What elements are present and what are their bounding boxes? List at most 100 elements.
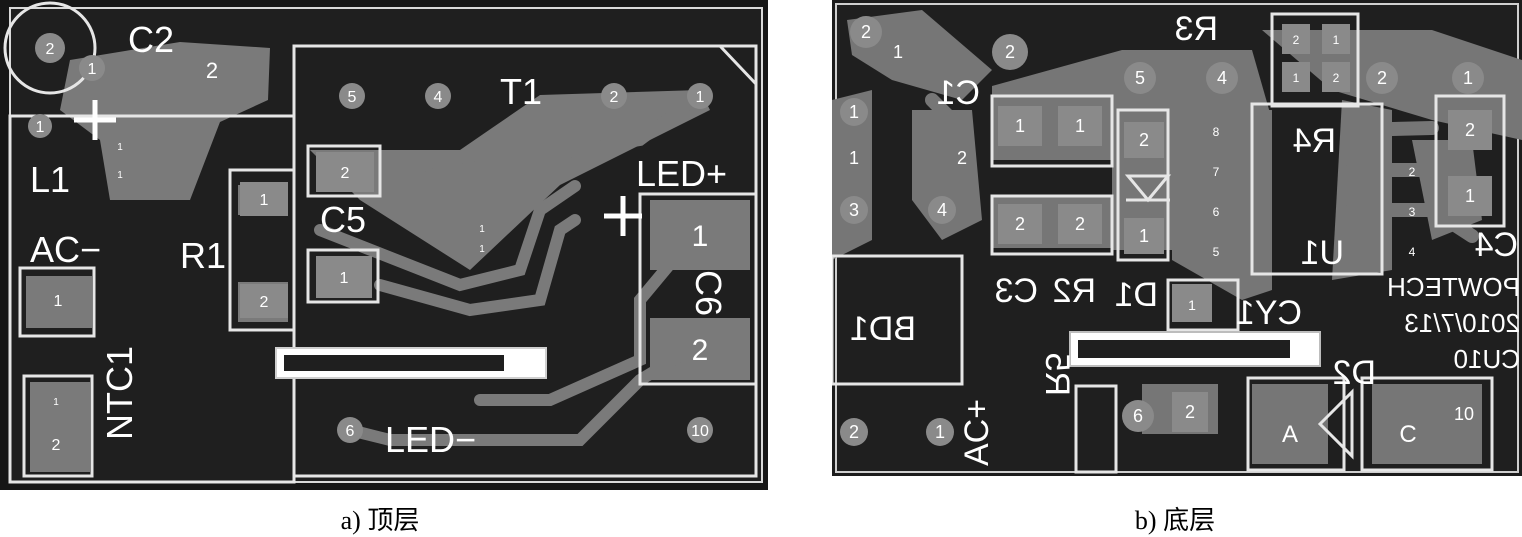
pad-number: 1 (117, 170, 123, 181)
pad-number: 6 (1133, 406, 1143, 426)
pad-number: 1 (36, 119, 45, 136)
pad-number: 1 (849, 102, 859, 122)
pad (1452, 62, 1484, 94)
pad-number: 8 (1213, 125, 1220, 139)
pad-number: 3 (849, 200, 859, 220)
pad-number: 1 (340, 270, 349, 287)
label-d2: D2 (1333, 354, 1376, 392)
label-c2: C2 (128, 19, 174, 60)
label-date: 2010/7/13 (1404, 308, 1520, 338)
caption-top-layer: a) 顶层 (340, 506, 420, 535)
label-c5: C5 (320, 199, 366, 240)
round-pads (840, 16, 1484, 446)
pad-number: 1 (54, 293, 63, 310)
label-led-minus: LED− (385, 419, 476, 460)
pad (992, 34, 1028, 70)
label-r5: R5 (1038, 353, 1076, 396)
pad (339, 83, 365, 109)
pad-number: 2 (206, 58, 218, 83)
pad-number: 1 (1465, 186, 1475, 206)
pad-number: 2 (861, 22, 871, 42)
pad (1124, 62, 1156, 94)
pad-number: 1 (1293, 71, 1300, 85)
label-c3: C3 (995, 272, 1038, 310)
pad-number: 2 (1409, 165, 1416, 179)
label-brand: POWTECH (1387, 272, 1520, 302)
pad-number: 6 (346, 423, 355, 440)
pad-number: 2 (1075, 214, 1085, 234)
pad-number: 1 (1333, 33, 1340, 47)
pad-number: 2 (1005, 42, 1015, 62)
pad-number: 2 (46, 41, 55, 58)
pad-number: 6 (1213, 205, 1220, 219)
pad (840, 98, 868, 126)
pad (425, 83, 451, 109)
pad (840, 196, 868, 224)
pad-number: 2 (260, 294, 269, 311)
label-r4: R4 (1293, 122, 1336, 160)
label-led-plus: LED+ (636, 153, 727, 194)
label-r1: R1 (180, 235, 226, 276)
heat-slot-inner (284, 355, 504, 371)
pad-number: 2 (1377, 68, 1387, 88)
pad-number: 5 (1135, 68, 1145, 88)
pad (28, 114, 52, 138)
pad-number: 10 (1454, 404, 1474, 424)
pad-number: 1 (53, 397, 59, 408)
pad (687, 417, 713, 443)
pad-number: 1 (1075, 116, 1085, 136)
pad-number: 2 (1293, 33, 1300, 47)
round-pads (28, 33, 713, 443)
pad-number: 2 (1139, 130, 1149, 150)
pad (1206, 62, 1238, 94)
pcb-bottom-layer: 2 1 2 5 4 2 1 1 1 3 4 2 1 1 2 2 2 1 1 8 … (832, 0, 1522, 476)
pad (928, 196, 956, 224)
pad-number: 10 (691, 423, 709, 440)
label-r3: R3 (1175, 10, 1218, 48)
pad-number: 2 (957, 148, 967, 168)
pad-number: 1 (696, 89, 705, 106)
label-u1: U1 (1301, 234, 1344, 272)
silkscreen-outlines (3, 1, 758, 484)
caption-bottom-layer: b) 底层 (1134, 506, 1216, 535)
smd-pads (998, 24, 1492, 432)
label-l1: L1 (30, 159, 70, 200)
pad-number: 1 (692, 220, 709, 253)
pad-number: 7 (1213, 165, 1220, 179)
label-code: CU10 (1454, 344, 1520, 374)
silkscreen-outlines (832, 12, 1506, 474)
pad-number: 1 (849, 148, 859, 168)
pad (601, 83, 627, 109)
pad-number: 1 (1015, 116, 1025, 136)
pad-number: 2 (1185, 402, 1195, 422)
pad-number: 1 (1188, 297, 1196, 313)
heat-slot-inner (1078, 340, 1290, 358)
label-c1: C1 (937, 74, 980, 112)
pad-number: 5 (1213, 245, 1220, 259)
smd-pads (240, 152, 374, 318)
pad-number: 1 (479, 224, 485, 235)
pad-number: 2 (1015, 214, 1025, 234)
pad-number: 4 (1409, 245, 1416, 259)
label-t1: T1 (500, 71, 542, 112)
pad-number: 4 (937, 200, 947, 220)
label-d1: D1 (1115, 276, 1158, 314)
pad-number: 1 (935, 422, 945, 442)
label-c6: C6 (688, 270, 729, 316)
label-ac-minus: AC− (30, 229, 101, 270)
pad-number: 4 (434, 89, 443, 106)
pad-number: 4 (1217, 68, 1227, 88)
label-ntc1: NTC1 (99, 346, 140, 440)
pad-number: 1 (117, 142, 123, 153)
pad-number: 2 (1465, 120, 1475, 140)
pad (35, 33, 65, 63)
pad (840, 418, 868, 446)
pad-number: 2 (1333, 71, 1340, 85)
diode-symbol (1124, 174, 1172, 203)
pad-number: 1 (1139, 226, 1149, 246)
pad (1366, 62, 1398, 94)
label-cy1: CY1 (1236, 294, 1302, 332)
pad (850, 16, 882, 48)
pad-number: 2 (52, 437, 61, 454)
pad-number: 1 (479, 244, 485, 255)
